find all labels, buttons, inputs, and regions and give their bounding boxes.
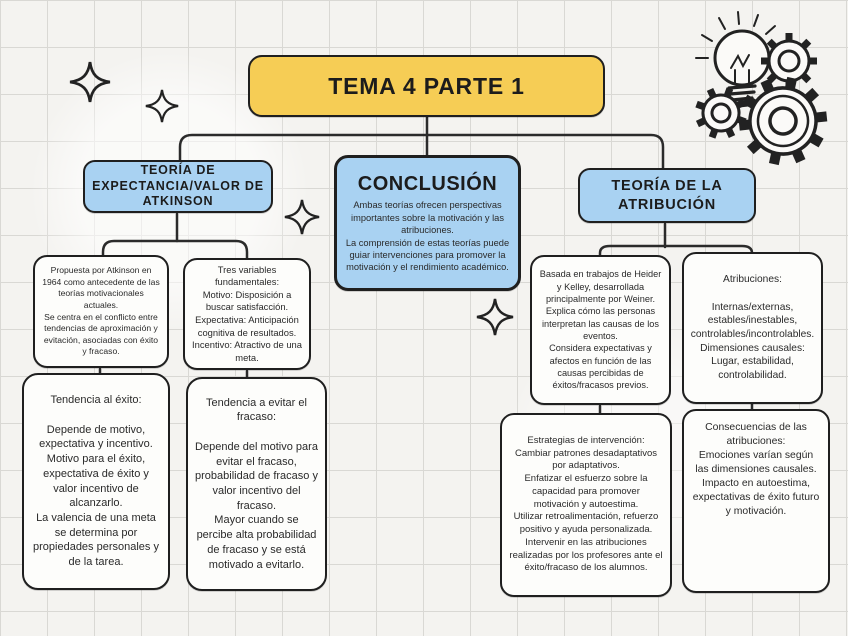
- title-label: TEMA 4 PARTE 1: [328, 72, 525, 99]
- intervention-text: Estrategias de intervención: Cambiar pat…: [509, 435, 663, 574]
- conclusion-node: CONCLUSIÓN Ambas teorías ofrecen perspec…: [334, 155, 521, 291]
- sparkle-icon: [68, 60, 112, 104]
- success-tendency-node: Tendencia al éxito: Depende de motivo, e…: [22, 373, 170, 590]
- attribution-overview-node: Basada en trabajos de Heider y Kelley, d…: [530, 255, 671, 405]
- expectancy-header-node: TEORÍA DE EXPECTANCIA/VALOR DE ATKINSON: [83, 160, 273, 213]
- attributions-node: Atribuciones: Internas/externas, estable…: [682, 252, 823, 404]
- success-tendency-text: Tendencia al éxito: Depende de motivo, e…: [33, 394, 159, 569]
- conclusion-title: CONCLUSIÓN: [357, 173, 498, 196]
- avoid-failure-node: Tendencia a evitar el fracaso: Depende d…: [186, 377, 327, 591]
- sparkle-icon: [283, 198, 321, 236]
- expectancy-header-label: TEORÍA DE EXPECTANCIA/VALOR DE ATKINSON: [92, 163, 264, 209]
- attributions-text: Atribuciones: Internas/externas, estable…: [690, 274, 815, 382]
- expectancy-variables-text: Tres variables fundamentales: Motivo: Di…: [192, 263, 302, 363]
- attribution-header-node: TEORÍA DE LA ATRIBUCIÓN: [578, 168, 756, 223]
- avoid-failure-text: Tendencia a evitar el fracaso: Depende d…: [195, 396, 318, 571]
- expectancy-overview-node: Propuesta por Atkinson en 1964 como ante…: [33, 255, 169, 368]
- consequences-text: Consecuencias de las atribuciones: Emoci…: [692, 422, 820, 517]
- gear-icon: [738, 76, 828, 166]
- sparkle-icon: [475, 297, 515, 337]
- lightbulb-icon: [695, 11, 787, 108]
- attribution-overview-text: Basada en trabajos de Heider y Kelley, d…: [539, 269, 662, 391]
- expectancy-overview-text: Propuesta por Atkinson en 1964 como ante…: [42, 265, 160, 357]
- consequences-node: Consecuencias de las atribuciones: Emoci…: [682, 409, 830, 593]
- expectancy-variables-node: Tres variables fundamentales: Motivo: Di…: [183, 258, 311, 370]
- title-node: TEMA 4 PARTE 1: [248, 55, 605, 117]
- conclusion-body: Ambas teorías ofrecen perspectivas impor…: [345, 200, 510, 273]
- gear-icon: [761, 33, 817, 89]
- sparkle-icon: [144, 88, 180, 124]
- gear-icon: [695, 87, 747, 139]
- intervention-node: Estrategias de intervención: Cambiar pat…: [500, 413, 672, 597]
- attribution-header-label: TEORÍA DE LA ATRIBUCIÓN: [611, 178, 723, 213]
